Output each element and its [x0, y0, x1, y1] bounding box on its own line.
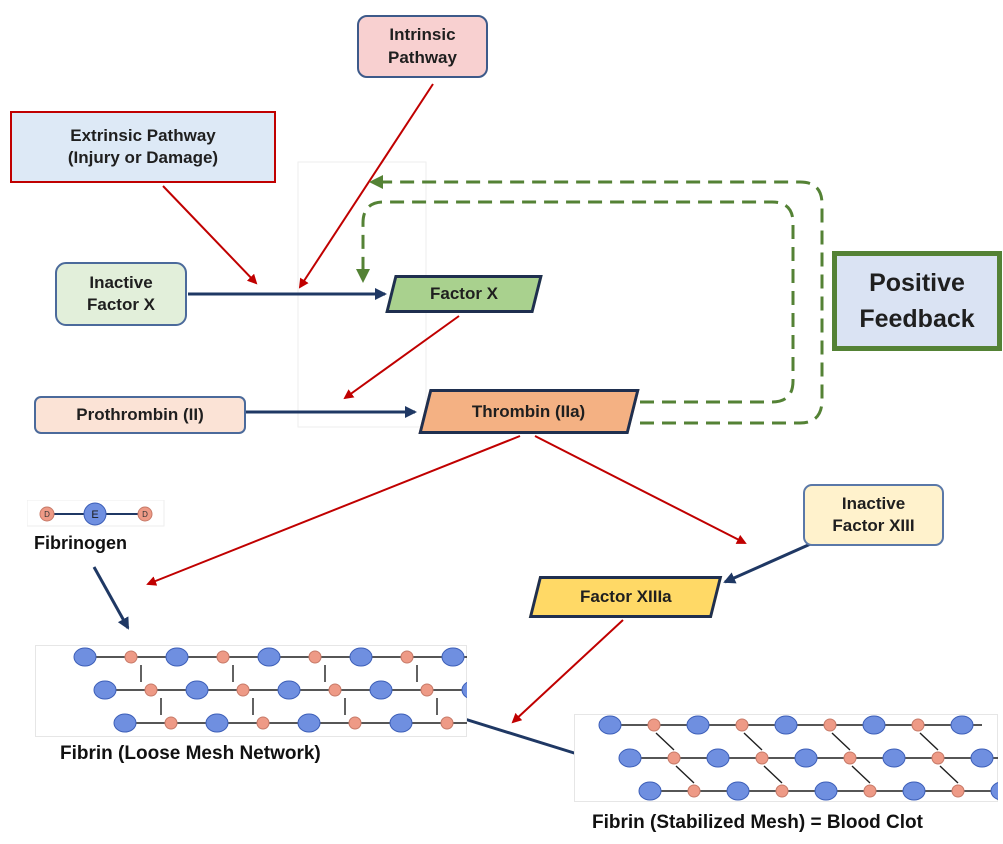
- mesh-crosslink: [675, 765, 695, 784]
- mesh-e-node: [165, 647, 189, 667]
- mesh-e-node: [461, 681, 467, 699]
- arrow-extrinsic-to-activation: [162, 185, 258, 285]
- fibrin-stabilized-mesh-caption: Fibrin (Stabilized Mesh) = Blood Clot: [592, 812, 923, 833]
- factor-x-label: Factor X: [429, 284, 499, 303]
- factor-xiiia-box: Factor XIIIa: [528, 576, 723, 618]
- mesh-d-node: [400, 650, 414, 664]
- mesh-e-node: [441, 647, 465, 667]
- mesh-e-node: [774, 715, 798, 735]
- mesh-d-node: [124, 650, 138, 664]
- mesh-e-node: [794, 748, 818, 768]
- mesh-e-node: [882, 748, 906, 768]
- mesh-d-node: [755, 751, 769, 765]
- mesh-d-node: [647, 718, 661, 732]
- mesh-d-node: [823, 718, 837, 732]
- mesh-e-node: [389, 713, 413, 733]
- mesh-d-node: [308, 650, 322, 664]
- mesh-d-node: [328, 683, 342, 697]
- mesh-e-node: [113, 713, 137, 733]
- fibrinogen-e-node: [83, 502, 107, 526]
- mesh-e-node: [618, 748, 642, 768]
- mesh-d-node: [420, 683, 434, 697]
- mesh-e-node: [990, 782, 998, 800]
- mesh-e-node: [814, 781, 838, 801]
- mesh-crosslink: [851, 765, 871, 784]
- mesh-e-node: [369, 680, 393, 700]
- fibrinogen-d-label-right: D: [142, 510, 148, 519]
- mesh-d-node: [216, 650, 230, 664]
- fibrin-loose-mesh-image: [35, 645, 467, 737]
- mesh-e-node: [93, 680, 117, 700]
- mesh-e-node: [686, 715, 710, 735]
- mesh-e-node: [73, 647, 97, 667]
- mesh-d-node: [735, 718, 749, 732]
- arrow-xiiia-to-stabilization: [511, 619, 624, 724]
- extrinsic-pathway-box: Extrinsic Pathway (Injury or Damage): [10, 111, 276, 183]
- prothrombin-box: Prothrombin (II): [34, 396, 246, 434]
- thrombin-box: Thrombin (IIa): [418, 389, 640, 434]
- mesh-d-node: [256, 716, 270, 730]
- mesh-d-node: [775, 784, 789, 798]
- mesh-crosslink: [655, 732, 675, 751]
- mesh-crosslink: [939, 765, 959, 784]
- mesh-e-node: [726, 781, 750, 801]
- fibrinogen-molecule: D E D: [27, 500, 165, 527]
- arrow-intrinsic-to-activation: [298, 83, 434, 289]
- mesh-d-node: [164, 716, 178, 730]
- mesh-e-node: [185, 680, 209, 700]
- fibrinogen-d-label-left: D: [44, 510, 50, 519]
- feedback-loop-inner: [356, 200, 795, 404]
- mesh-d-node: [144, 683, 158, 697]
- mesh-crosslink: [919, 732, 939, 751]
- mesh-e-node: [257, 647, 281, 667]
- mesh-d-node: [911, 718, 925, 732]
- arrow-thrombin-to-fibrinogen: [146, 435, 521, 586]
- intrinsic-pathway-box: Intrinsic Pathway: [357, 15, 488, 78]
- mesh-e-node: [970, 748, 994, 768]
- mesh-d-node: [951, 784, 965, 798]
- thrombin-label: Thrombin (IIa): [472, 401, 586, 421]
- fibrinogen-label: Fibrinogen: [34, 533, 127, 553]
- mesh-e-node: [297, 713, 321, 733]
- mesh-e-node: [706, 748, 730, 768]
- mesh-d-node: [348, 716, 362, 730]
- mesh-crosslink: [763, 765, 783, 784]
- fibrinogen-e-label: E: [91, 509, 98, 521]
- mesh-crosslink: [831, 732, 851, 751]
- mesh-e-node: [598, 715, 622, 735]
- mesh-e-node: [862, 715, 886, 735]
- mesh-d-node: [440, 716, 454, 730]
- factor-x-box: Factor X: [385, 275, 543, 313]
- positive-feedback-box: Positive Feedback: [832, 251, 1002, 351]
- mesh-e-node: [950, 715, 974, 735]
- mesh-d-node: [236, 683, 250, 697]
- arrow-factor-x-to-prothrombin-activation: [343, 315, 460, 400]
- fibrinogen-d-node-left: [39, 506, 55, 522]
- mesh-d-node: [843, 751, 857, 765]
- mesh-e-node: [349, 647, 373, 667]
- mesh-d-node: [667, 751, 681, 765]
- mesh-e-node: [277, 680, 301, 700]
- factor-xiiia-label: Factor XIIIa: [579, 587, 672, 606]
- arrow-fibrinogen-to-fibrin: [92, 566, 130, 630]
- fibrin-loose-mesh-caption: Fibrin (Loose Mesh Network): [60, 743, 321, 764]
- inactive-factor-x-box: Inactive Factor X: [55, 262, 187, 326]
- mesh-crosslink: [743, 732, 763, 751]
- mesh-e-node: [638, 781, 662, 801]
- arrow-thrombin-to-xiii: [534, 435, 747, 544]
- mesh-d-node: [863, 784, 877, 798]
- arrow-inactive-xiii-to-xiiia: [723, 540, 816, 584]
- mesh-e-node: [205, 713, 229, 733]
- fibrin-stabilized-mesh-image: [574, 714, 998, 802]
- mesh-d-node: [931, 751, 945, 765]
- inactive-factor-xiii-box: Inactive Factor XIII: [803, 484, 944, 546]
- mesh-e-node: [902, 781, 926, 801]
- fibrinogen-d-node-right: [137, 506, 153, 522]
- feedback-loop-outer: [369, 175, 824, 425]
- mesh-d-node: [687, 784, 701, 798]
